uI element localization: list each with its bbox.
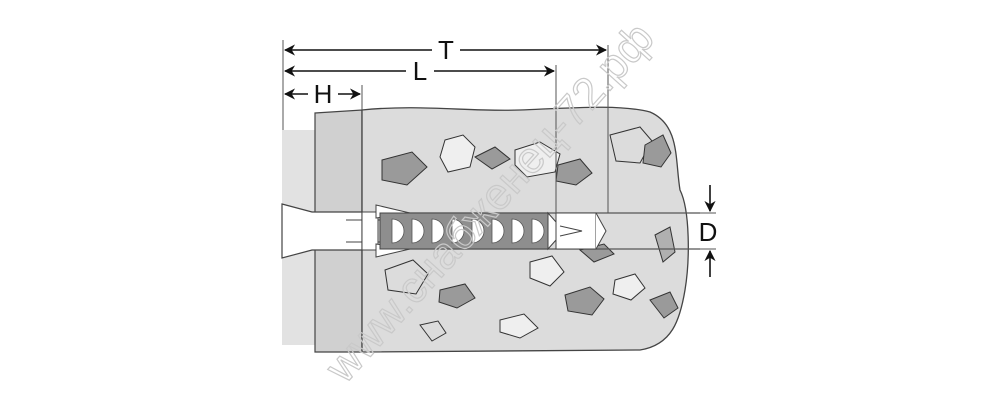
dimension-L: L bbox=[283, 56, 556, 86]
dimension-D: D bbox=[690, 185, 717, 277]
label-H: H bbox=[314, 79, 333, 109]
hole-end bbox=[555, 212, 597, 250]
plug-ribs bbox=[391, 218, 545, 244]
label-L: L bbox=[413, 56, 427, 86]
dimension-T: T bbox=[283, 35, 608, 65]
plug-collar bbox=[361, 211, 379, 251]
aggregate-stones bbox=[381, 126, 679, 342]
label-T: T bbox=[438, 35, 454, 65]
label-D: D bbox=[699, 217, 718, 247]
dimension-H: H bbox=[283, 79, 362, 109]
screw-head bbox=[281, 203, 363, 259]
